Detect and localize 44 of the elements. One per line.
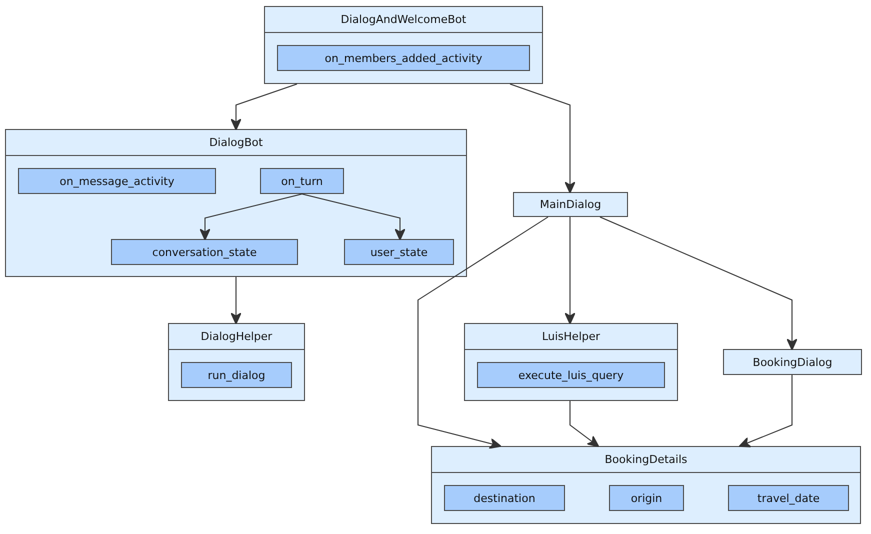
arrow xyxy=(510,84,576,194)
arrow xyxy=(564,216,576,324)
arrow xyxy=(570,400,600,448)
member-label: user_state xyxy=(370,246,428,258)
class-container xyxy=(264,6,543,84)
member-box xyxy=(728,485,849,511)
member-label: MainDialog xyxy=(540,198,602,211)
member-label: on_turn xyxy=(281,174,323,188)
member-label: on_members_added_activity xyxy=(324,52,482,64)
member-box xyxy=(277,45,530,71)
member-box xyxy=(609,485,684,511)
member-box xyxy=(18,168,216,194)
member-box xyxy=(181,362,292,388)
class-box xyxy=(513,192,628,217)
arrow xyxy=(230,276,242,324)
arrow xyxy=(600,216,798,350)
member-label: conversation_state xyxy=(152,246,257,258)
member-label: on_message_activity xyxy=(60,174,174,188)
member-box xyxy=(111,239,298,265)
class-container xyxy=(5,129,467,277)
member-box xyxy=(444,485,565,511)
class-title: DialogAndWelcomeBot xyxy=(340,13,466,26)
member-label: execute_luis_query xyxy=(518,368,624,382)
class-container xyxy=(464,323,678,401)
member-box xyxy=(260,168,344,194)
arrow xyxy=(418,216,548,449)
class-title: DialogHelper xyxy=(200,330,272,343)
class-title: BookingDetails xyxy=(604,453,688,466)
class-title: LuisHelper xyxy=(542,330,600,343)
class-container xyxy=(431,446,861,524)
class-title: DialogBot xyxy=(209,136,263,149)
member-label: origin xyxy=(630,492,662,504)
member-box xyxy=(344,239,454,265)
member-box xyxy=(477,362,665,388)
arrow xyxy=(200,194,302,240)
arrow xyxy=(230,84,298,130)
member-label: destination xyxy=(474,492,536,504)
member-label: BookingDialog xyxy=(752,356,832,368)
arrow xyxy=(302,194,406,240)
arrow xyxy=(738,374,792,448)
class-container xyxy=(168,323,305,401)
member-label: run_dialog xyxy=(208,368,266,382)
member-label: travel_date xyxy=(757,492,820,504)
class-box xyxy=(723,349,862,375)
